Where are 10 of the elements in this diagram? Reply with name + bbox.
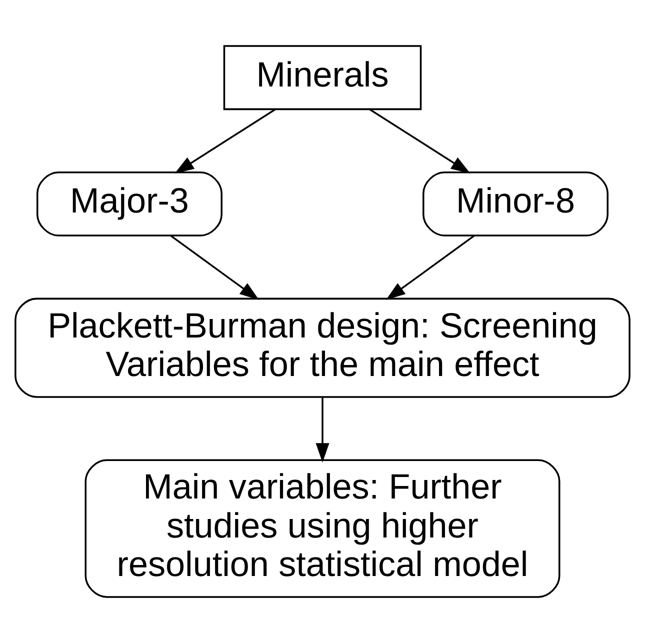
arrow: [316, 396, 330, 462]
arrow: [170, 234, 259, 300]
node-box: Plackett-Burman design: Screening Variables for the main effect: [14, 297, 630, 398]
node-box: Minerals: [223, 44, 422, 110]
node-box: Minor-8: [422, 170, 608, 236]
node-box: Main variables: Further studies using higher resolution statistical model: [84, 458, 560, 598]
arrow: [369, 108, 470, 173]
arrow: [386, 234, 475, 300]
node-box: Major-3: [36, 170, 222, 236]
arrow: [174, 108, 276, 173]
